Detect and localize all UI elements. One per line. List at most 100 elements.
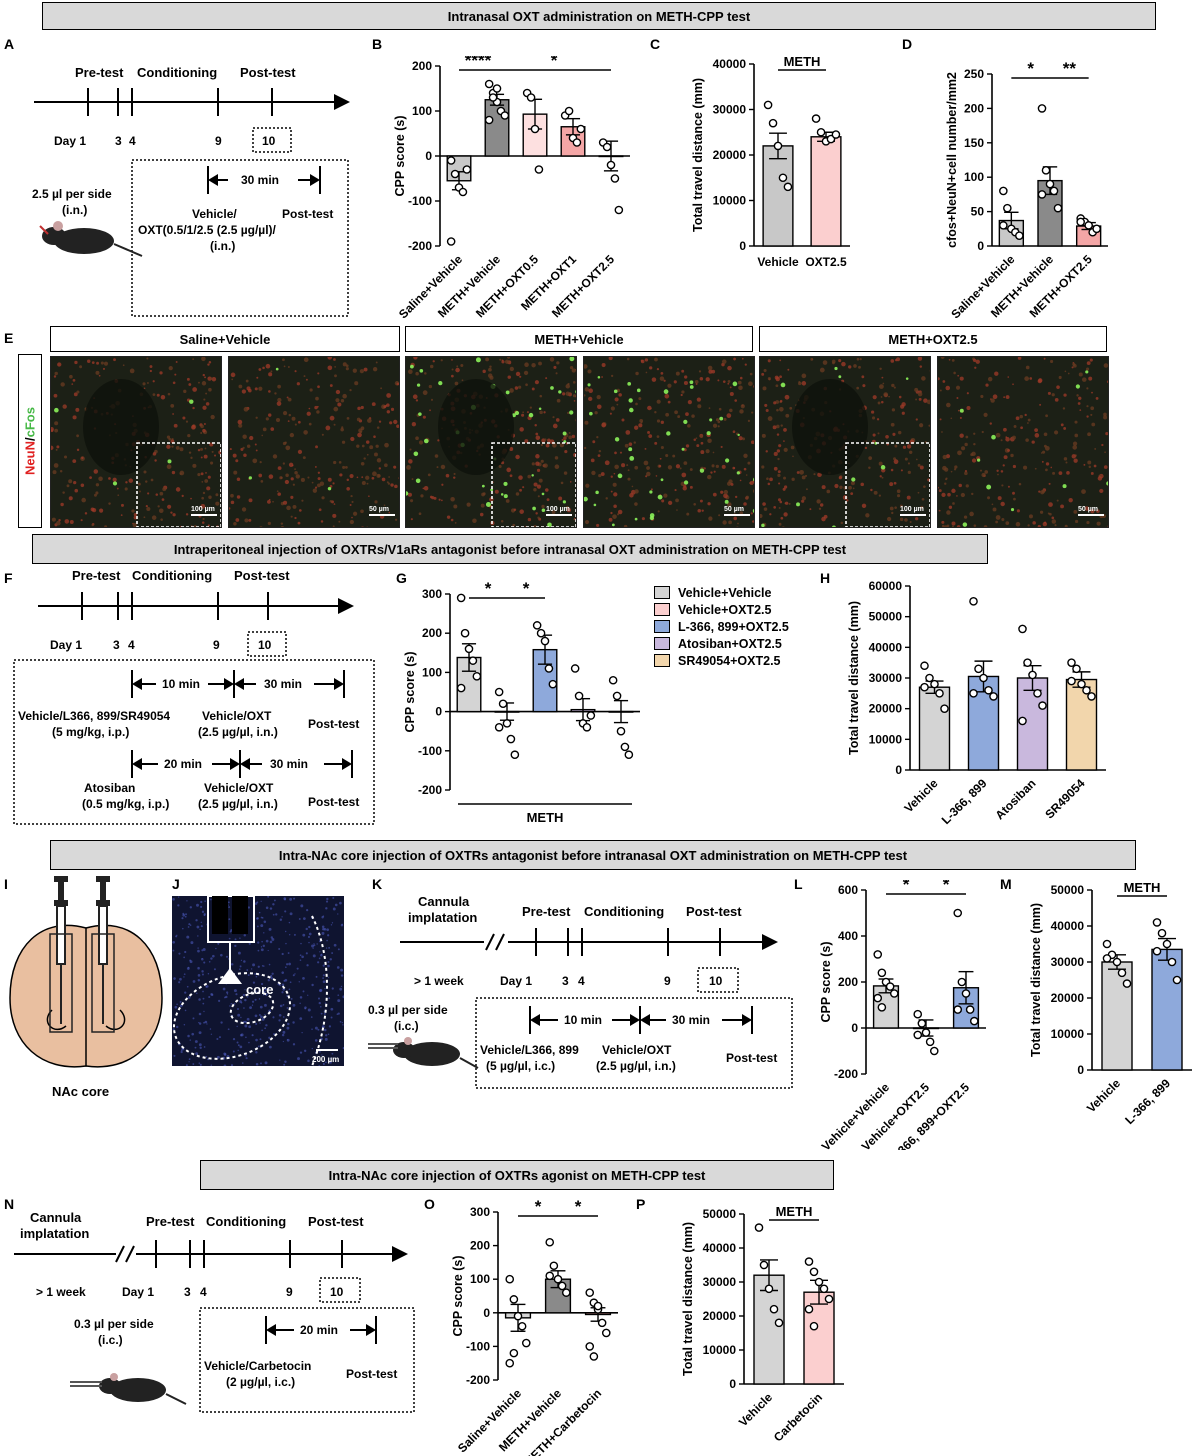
- k-phase-posttest: Post-test: [686, 904, 742, 919]
- data-point: [763, 100, 773, 110]
- panel-letter-g: G: [396, 570, 407, 586]
- data-point: [768, 118, 778, 128]
- data-point: [510, 750, 520, 760]
- slash-label: /: [22, 437, 38, 442]
- a-oxt: OXT(0.5/1/2.5 (2.5 µg/µl)/: [138, 223, 277, 237]
- y-tick-label: 50: [971, 205, 985, 219]
- data-point: [957, 977, 967, 987]
- data-point: [979, 673, 988, 683]
- significance-label: *: [523, 580, 530, 598]
- k-i1: 10 min: [564, 1013, 602, 1027]
- f-r2b2: (2.5 µg/µl, i.n.): [198, 797, 278, 811]
- y-tick-label: 200: [964, 101, 984, 115]
- data-point: [814, 1277, 824, 1287]
- y-tick-label: 0: [895, 763, 902, 777]
- n-phase-pretest: Pre-test: [146, 1214, 195, 1229]
- data-point: [1117, 968, 1127, 978]
- data-point: [574, 691, 584, 701]
- k-b: Vehicle/OXT: [602, 1043, 672, 1057]
- data-point: [804, 1304, 814, 1314]
- a-phase-conditioning: Conditioning: [137, 65, 217, 80]
- y-tick-label: 20000: [703, 1309, 737, 1323]
- f-r1a2: (5 mg/kg, i.p.): [52, 725, 129, 739]
- data-point: [778, 173, 788, 183]
- x-tick-label: L-366, 899: [939, 776, 990, 827]
- legend-label: Vehicle+OXT2.5: [678, 602, 772, 617]
- y-tick-label: -200: [418, 783, 442, 797]
- data-point: [509, 1348, 519, 1358]
- data-point: [754, 1223, 764, 1232]
- data-point: [877, 968, 887, 978]
- cfos-label: cFos: [22, 407, 38, 438]
- a-dose: 2.5 µl per side: [32, 187, 112, 201]
- n-a2: (2 µg/µl, i.c.): [226, 1375, 295, 1389]
- micrograph-overview: 100 µm: [759, 356, 931, 528]
- y-tick-label: 50000: [1051, 883, 1085, 897]
- banner-intranasal: Intranasal OXT administration on METH-CP…: [42, 2, 1156, 30]
- timeline-n: Cannula implatation Pre-test Conditionin…: [14, 1210, 415, 1413]
- x-tick-label: Vehicle: [736, 1390, 775, 1429]
- data-point: [969, 597, 978, 606]
- k-day9: 9: [664, 974, 671, 988]
- f-phase-posttest: Post-test: [234, 568, 290, 583]
- f-day9: 9: [213, 638, 220, 652]
- k-posttest: Post-test: [726, 1051, 777, 1065]
- legend-item: Vehicle+OXT2.5: [654, 601, 789, 618]
- data-point: [1038, 701, 1047, 710]
- k-dose2: (i.c.): [394, 1019, 419, 1033]
- f-r2a2: (0.5 mg/kg, i.p.): [82, 797, 169, 811]
- data-point: [498, 699, 508, 709]
- a-dose-route: (i.n.): [62, 203, 87, 217]
- y-tick-label: 100: [422, 665, 442, 679]
- panel-letter-d: D: [902, 36, 913, 52]
- data-point: [1152, 946, 1162, 956]
- y-tick-label: 0: [739, 239, 746, 253]
- a-day3: 3: [115, 134, 122, 148]
- n-i1: 20 min: [300, 1323, 338, 1337]
- significance-label: METH: [1124, 880, 1161, 895]
- data-point: [534, 165, 544, 174]
- legend-label: L-366, 899+OXT2.5: [678, 619, 789, 634]
- y-tick-label: 40000: [1051, 919, 1085, 933]
- data-point: [494, 687, 504, 697]
- data-point: [506, 734, 516, 744]
- y-axis-label: cfos+NeuN+cell number/mm2: [945, 72, 959, 248]
- y-tick-label: 200: [838, 975, 858, 989]
- y-tick-label: -100: [408, 194, 432, 208]
- n-phase-posttest: Post-test: [308, 1214, 364, 1229]
- data-point: [1067, 676, 1076, 686]
- y-tick-label: -200: [466, 1373, 490, 1387]
- data-point: [920, 661, 929, 671]
- legend-item: Vehicle+Vehicle: [654, 584, 789, 601]
- data-point: [564, 106, 574, 116]
- panel-letter-f: F: [4, 570, 13, 586]
- a-route: (i.n.): [210, 239, 235, 253]
- x-tick-label: Vehicle: [757, 255, 799, 269]
- y-tick-label: 0: [435, 705, 442, 719]
- data-point: [809, 1321, 819, 1331]
- y-tick-label: 20000: [1051, 991, 1085, 1005]
- f-r2a: Atosiban: [84, 781, 135, 795]
- y-tick-label: 100: [964, 170, 984, 184]
- k-day10: 10: [709, 974, 723, 988]
- n-phase-conditioning: Conditioning: [206, 1214, 286, 1229]
- x-tick-label: SR49054: [1042, 776, 1088, 822]
- data-point: [593, 1301, 603, 1311]
- data-point: [1157, 928, 1167, 938]
- data-point: [935, 689, 944, 698]
- data-point: [804, 1257, 814, 1266]
- legend-label: Vehicle+Vehicle: [678, 585, 772, 600]
- timeline-k: Cannula implatation Pre-test Conditionin…: [368, 894, 793, 1089]
- data-point: [953, 908, 963, 918]
- data-point: [608, 675, 618, 685]
- y-tick-label: 0: [425, 149, 432, 163]
- data-point: [913, 1030, 923, 1040]
- data-point: [532, 621, 542, 630]
- y-tick-label: -100: [418, 744, 442, 758]
- n-day3: 3: [184, 1285, 191, 1299]
- k-a: Vehicle/L366, 899: [480, 1043, 579, 1057]
- data-point: [989, 692, 998, 701]
- data-point: [920, 682, 929, 692]
- k-cannula2: implatation: [408, 910, 477, 925]
- n-week: > 1 week: [36, 1285, 86, 1299]
